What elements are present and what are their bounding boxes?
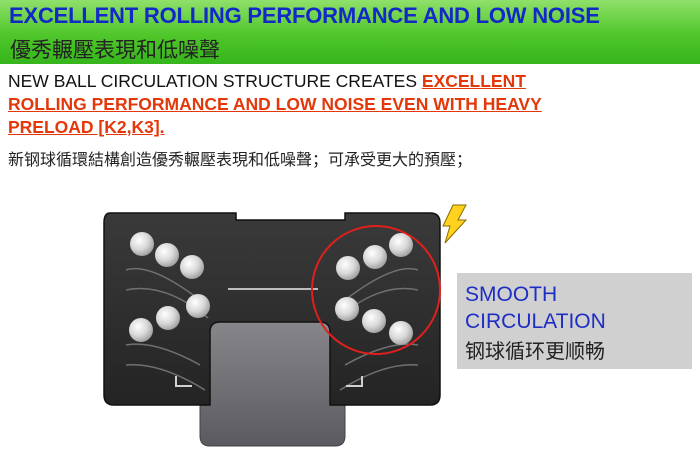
guide-rail <box>199 317 346 447</box>
smooth-circulation-callout: SMOOTH CIRCULATION 钢球循环更顺畅 <box>457 273 692 369</box>
description-highlight-3: PRELOAD [K2,K3]. <box>8 117 165 137</box>
title-banner: EXCELLENT ROLLING PERFORMANCE AND LOW NO… <box>0 0 700 64</box>
banner-title: EXCELLENT ROLLING PERFORMANCE AND LOW NO… <box>9 3 600 28</box>
highlight-circle <box>311 225 441 355</box>
callout-title: SMOOTH CIRCULATION <box>465 283 606 333</box>
banner-subtitle: 優秀輾壓表現和低噪聲 <box>10 38 220 62</box>
description-prefix: NEW BALL CIRCULATION STRUCTURE CREATES <box>8 71 422 91</box>
corner-markers <box>175 376 363 387</box>
description-highlight-1: EXCELLENT <box>421 71 526 91</box>
callout-subtitle: 钢球循环更顺畅 <box>465 339 605 363</box>
description-highlight-2: ROLLING PERFORMANCE AND LOW NOISE EVEN W… <box>8 94 542 114</box>
description-text: NEW BALL CIRCULATION STRUCTURE CREATES E… <box>8 70 688 139</box>
lightning-icon <box>442 204 468 244</box>
left-balls <box>129 232 210 342</box>
chinese-description: 新钢球循環結構創造優秀輾壓表現和低噪聲；可承受更大的預壓； <box>8 150 473 169</box>
right-balls <box>335 233 413 345</box>
